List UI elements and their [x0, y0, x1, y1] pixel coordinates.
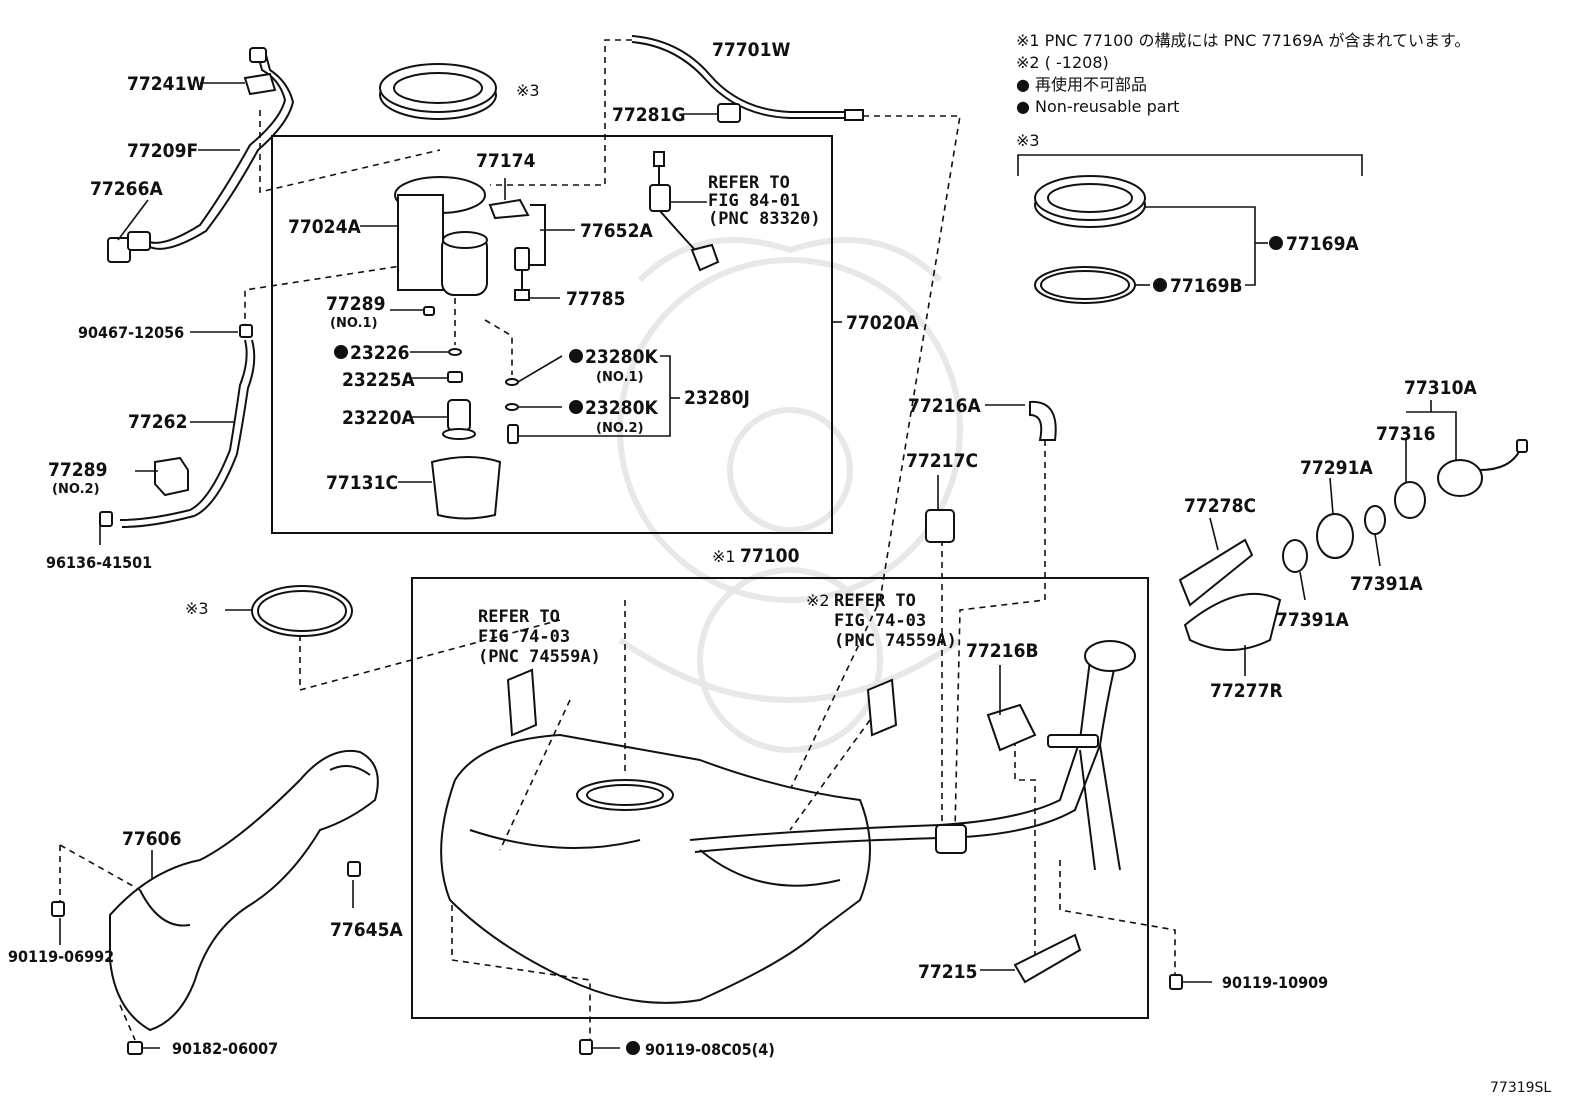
- label-23280K-no1[interactable]: 23280K: [585, 346, 658, 368]
- label-77310A[interactable]: 77310A: [1404, 377, 1477, 399]
- tank-gasket-left: [251, 585, 353, 637]
- fuel-pump-assembly-box: [271, 135, 833, 534]
- label-77391A-a[interactable]: 77391A: [1350, 573, 1423, 595]
- label-77169A[interactable]: 77169A: [1286, 233, 1359, 255]
- label-77169B[interactable]: 77169B: [1170, 275, 1243, 297]
- lock-ring-right: [1034, 175, 1146, 228]
- label-77241W[interactable]: 77241W: [127, 73, 205, 95]
- label-77289-no2-sub: (NO.2): [52, 482, 100, 497]
- label-77316[interactable]: 77316: [1376, 423, 1435, 445]
- label-77024A[interactable]: 77024A: [288, 216, 361, 238]
- figure-id: 77319SL: [1490, 1080, 1551, 1096]
- note-1: ※1 PNC 77100 の構成には PNC 77169A が含まれています。: [1016, 31, 1470, 50]
- label-77020A[interactable]: 77020A: [846, 312, 919, 334]
- label-23280K-no2[interactable]: 23280K: [585, 397, 658, 419]
- kit3-bracket: [1017, 154, 1363, 176]
- label-77174[interactable]: 77174: [476, 150, 536, 172]
- label-77289-no1[interactable]: 77289: [326, 293, 385, 315]
- non-reusable-dot: [1153, 278, 1167, 292]
- label-77289-no2[interactable]: 77289: [48, 459, 107, 481]
- label-23280K-no2-sub: (NO.2): [596, 421, 644, 436]
- watermark-emblem: [617, 237, 963, 753]
- label-90119-10909[interactable]: 90119-10909: [1222, 973, 1328, 992]
- filler-neck-parts: [1178, 439, 1528, 651]
- bolt-90119-06992: [51, 901, 65, 917]
- bracket-77216B: [986, 703, 1037, 752]
- bolt-77645A: [347, 861, 361, 877]
- label-77645A[interactable]: 77645A: [330, 919, 403, 941]
- label-23280K-no1-sub: (NO.1): [596, 370, 644, 385]
- label-90182-06007[interactable]: 90182-06007: [172, 1039, 278, 1058]
- note-2: ※2 ( -1208): [1016, 53, 1109, 72]
- label-77131C[interactable]: 77131C: [326, 472, 398, 494]
- non-reusable-dot: [569, 400, 583, 414]
- non-reusable-dot: [334, 345, 348, 359]
- label-77785[interactable]: 77785: [566, 288, 625, 310]
- label-77216B[interactable]: 77216B: [966, 640, 1039, 662]
- clamp-77216A: [1029, 400, 1057, 441]
- clip-77217C: [925, 509, 955, 543]
- label-77209F[interactable]: 77209F: [127, 140, 198, 162]
- label-77215[interactable]: 77215: [918, 961, 977, 983]
- label-77100-mark: ※1: [712, 547, 736, 566]
- lock-ring-top: [379, 63, 497, 120]
- ref3-line2[interactable]: FIG 74-03: [834, 611, 926, 631]
- label-77701W[interactable]: 77701W: [712, 39, 790, 61]
- note-4: ● Non-reusable part: [1016, 97, 1179, 116]
- filler-pipe: [689, 640, 1136, 871]
- label-23220A[interactable]: 23220A: [342, 407, 415, 429]
- label-23225A[interactable]: 23225A: [342, 369, 415, 391]
- label-77277R[interactable]: 77277R: [1210, 680, 1283, 702]
- label-90119-06992[interactable]: 90119-06992: [8, 947, 114, 966]
- bolt-90119-08C05: [579, 1039, 593, 1055]
- label-77217C[interactable]: 77217C: [906, 450, 978, 472]
- label-77281G[interactable]: 77281G: [612, 104, 686, 126]
- kit3-label-right-header: ※3: [1016, 131, 1040, 150]
- ref2-line2[interactable]: FIG 74-03: [478, 627, 570, 647]
- fuel-tank-box: [411, 577, 1149, 1019]
- nut-90182-06007: [127, 1041, 143, 1055]
- kit3-label-top: ※3: [516, 81, 540, 100]
- ref1-line3[interactable]: (PNC 83320): [708, 209, 821, 229]
- ref1-line2[interactable]: FIG 84-01: [708, 191, 800, 211]
- label-77606[interactable]: 77606: [122, 828, 181, 850]
- vent-hose-77701W: [490, 35, 864, 186]
- fuel-tank: [440, 440, 1176, 1045]
- label-77289-no1-sub: (NO.1): [330, 316, 378, 331]
- label-77266A[interactable]: 77266A: [90, 178, 163, 200]
- ref3-line1[interactable]: REFER TO: [834, 591, 916, 611]
- label-77652A[interactable]: 77652A: [580, 220, 653, 242]
- label-77216A[interactable]: 77216A: [908, 395, 981, 417]
- fuel-pump-module: [394, 176, 546, 520]
- kit3-label-left: ※3: [185, 599, 209, 618]
- ref2-line3[interactable]: (PNC 74559A): [478, 647, 601, 667]
- protector-77215: [1013, 933, 1082, 984]
- vapor-hose-assembly: [99, 47, 441, 528]
- label-77278C[interactable]: 77278C: [1184, 495, 1256, 517]
- non-reusable-dot: [626, 1041, 640, 1055]
- label-77100[interactable]: 77100: [740, 545, 800, 567]
- ref2-line1[interactable]: REFER TO: [478, 607, 560, 627]
- label-90467-12056[interactable]: 90467-12056: [78, 323, 184, 342]
- gasket-right: [1034, 266, 1136, 304]
- label-23226[interactable]: 23226: [350, 342, 409, 364]
- bolt-90119-10909: [1169, 974, 1183, 990]
- label-90119-08C05[interactable]: 90119-08C05(4): [645, 1040, 775, 1059]
- label-77262[interactable]: 77262: [128, 411, 187, 433]
- ref3-line3[interactable]: (PNC 74559A): [834, 631, 957, 651]
- fuel-sender-gauge: [649, 151, 720, 272]
- label-23280J[interactable]: 23280J: [684, 387, 750, 409]
- ref3-mark: ※2: [806, 591, 830, 610]
- label-77291A[interactable]: 77291A: [1300, 457, 1373, 479]
- label-77391A-b[interactable]: 77391A: [1276, 609, 1349, 631]
- ref1-line1[interactable]: REFER TO: [708, 173, 790, 193]
- note-3: ● 再使用不可部品: [1016, 75, 1147, 94]
- non-reusable-dot: [569, 349, 583, 363]
- heat-insulator-77606: [109, 749, 379, 1032]
- label-96136-41501[interactable]: 96136-41501: [46, 553, 152, 572]
- non-reusable-dot: [1269, 236, 1283, 250]
